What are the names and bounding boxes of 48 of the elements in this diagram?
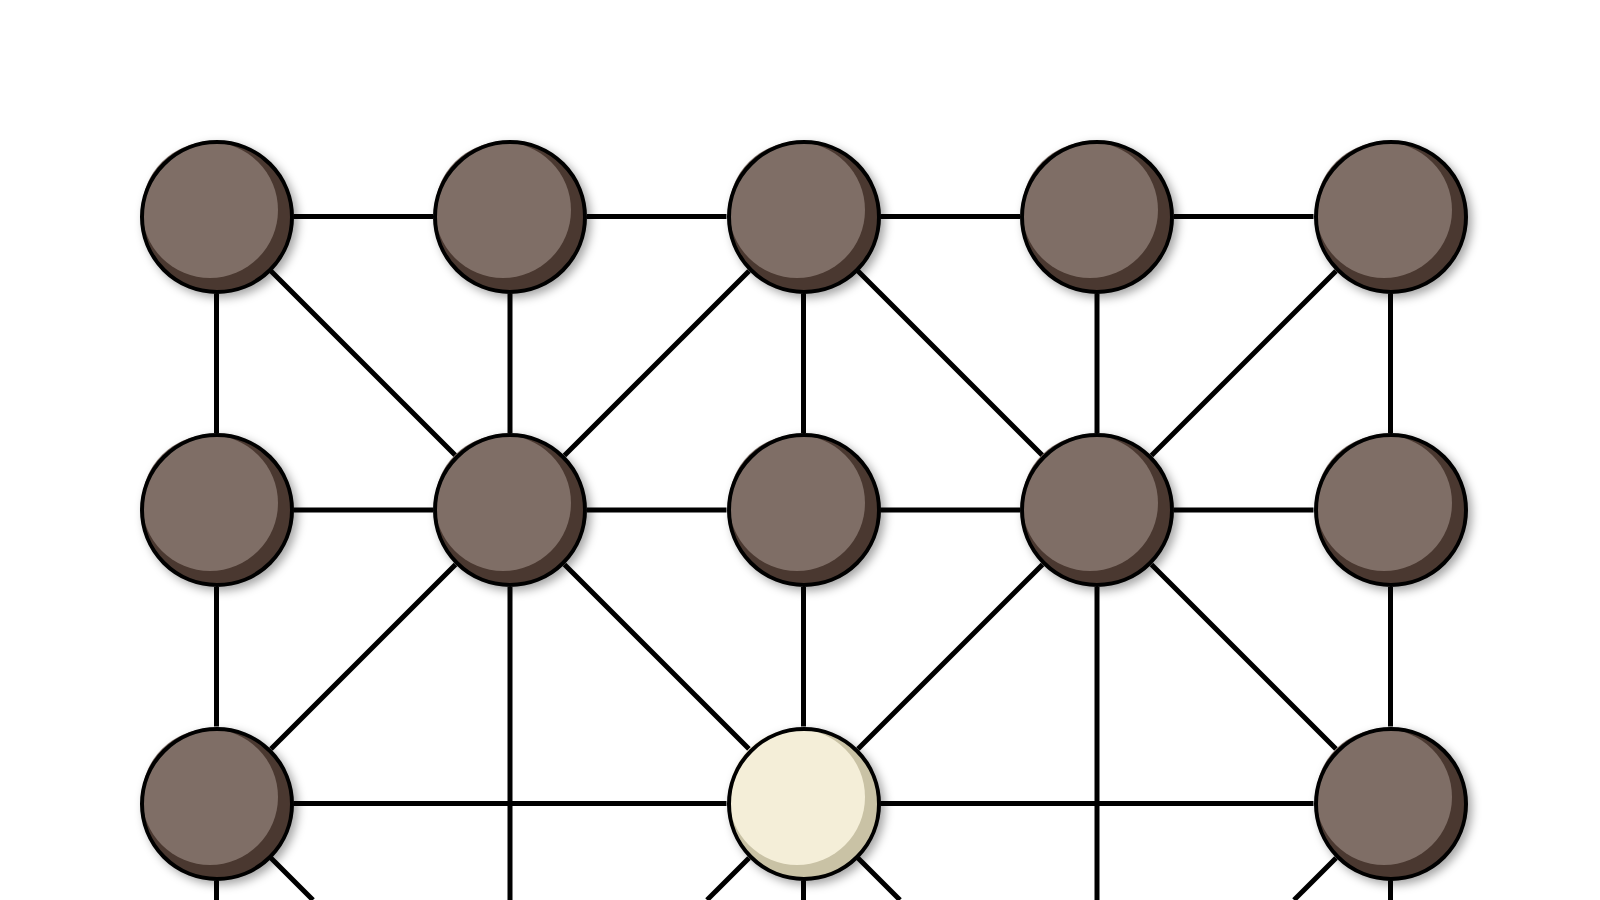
board-line (801, 880, 806, 900)
board-line (293, 214, 433, 219)
board-line (1094, 587, 1100, 900)
board-line (562, 562, 751, 751)
board-line (1149, 562, 1338, 751)
game-piece (726, 726, 881, 881)
game-piece (726, 139, 881, 294)
board-line (856, 269, 1045, 458)
board-line (214, 880, 219, 900)
board-line (705, 856, 751, 900)
game-piece (433, 139, 587, 294)
board-line (507, 293, 513, 433)
game-piece (1020, 433, 1174, 587)
board-line (1292, 856, 1338, 900)
game-piece (1313, 139, 1468, 294)
board-line (214, 293, 219, 433)
board-line (587, 214, 727, 219)
game-piece (139, 433, 294, 587)
game-piece (1313, 726, 1468, 881)
board-line (880, 507, 1020, 513)
board-line (587, 507, 727, 513)
board-line (1388, 587, 1393, 727)
board-line (801, 293, 806, 433)
game-piece (139, 726, 294, 881)
board-line (1388, 293, 1393, 433)
board-line (880, 801, 1314, 806)
board-line (269, 562, 458, 751)
game-piece (139, 139, 294, 294)
board-line (293, 801, 727, 806)
board-line (562, 269, 751, 458)
board-line (880, 214, 1020, 219)
board-line (269, 856, 315, 900)
board-line (1094, 293, 1100, 433)
game-piece (433, 433, 587, 587)
game-piece (1020, 139, 1174, 294)
game-piece (1313, 433, 1468, 587)
board-line (1388, 880, 1393, 900)
board-line (1149, 269, 1338, 458)
game-piece (726, 433, 881, 587)
board-line (856, 562, 1045, 751)
board-line (801, 587, 806, 727)
board-line (1174, 214, 1314, 219)
board-line (507, 587, 513, 900)
board-line (269, 269, 458, 458)
board-line (214, 587, 219, 727)
board-line (856, 856, 902, 900)
board-line (293, 507, 433, 513)
board-line (1174, 507, 1314, 513)
